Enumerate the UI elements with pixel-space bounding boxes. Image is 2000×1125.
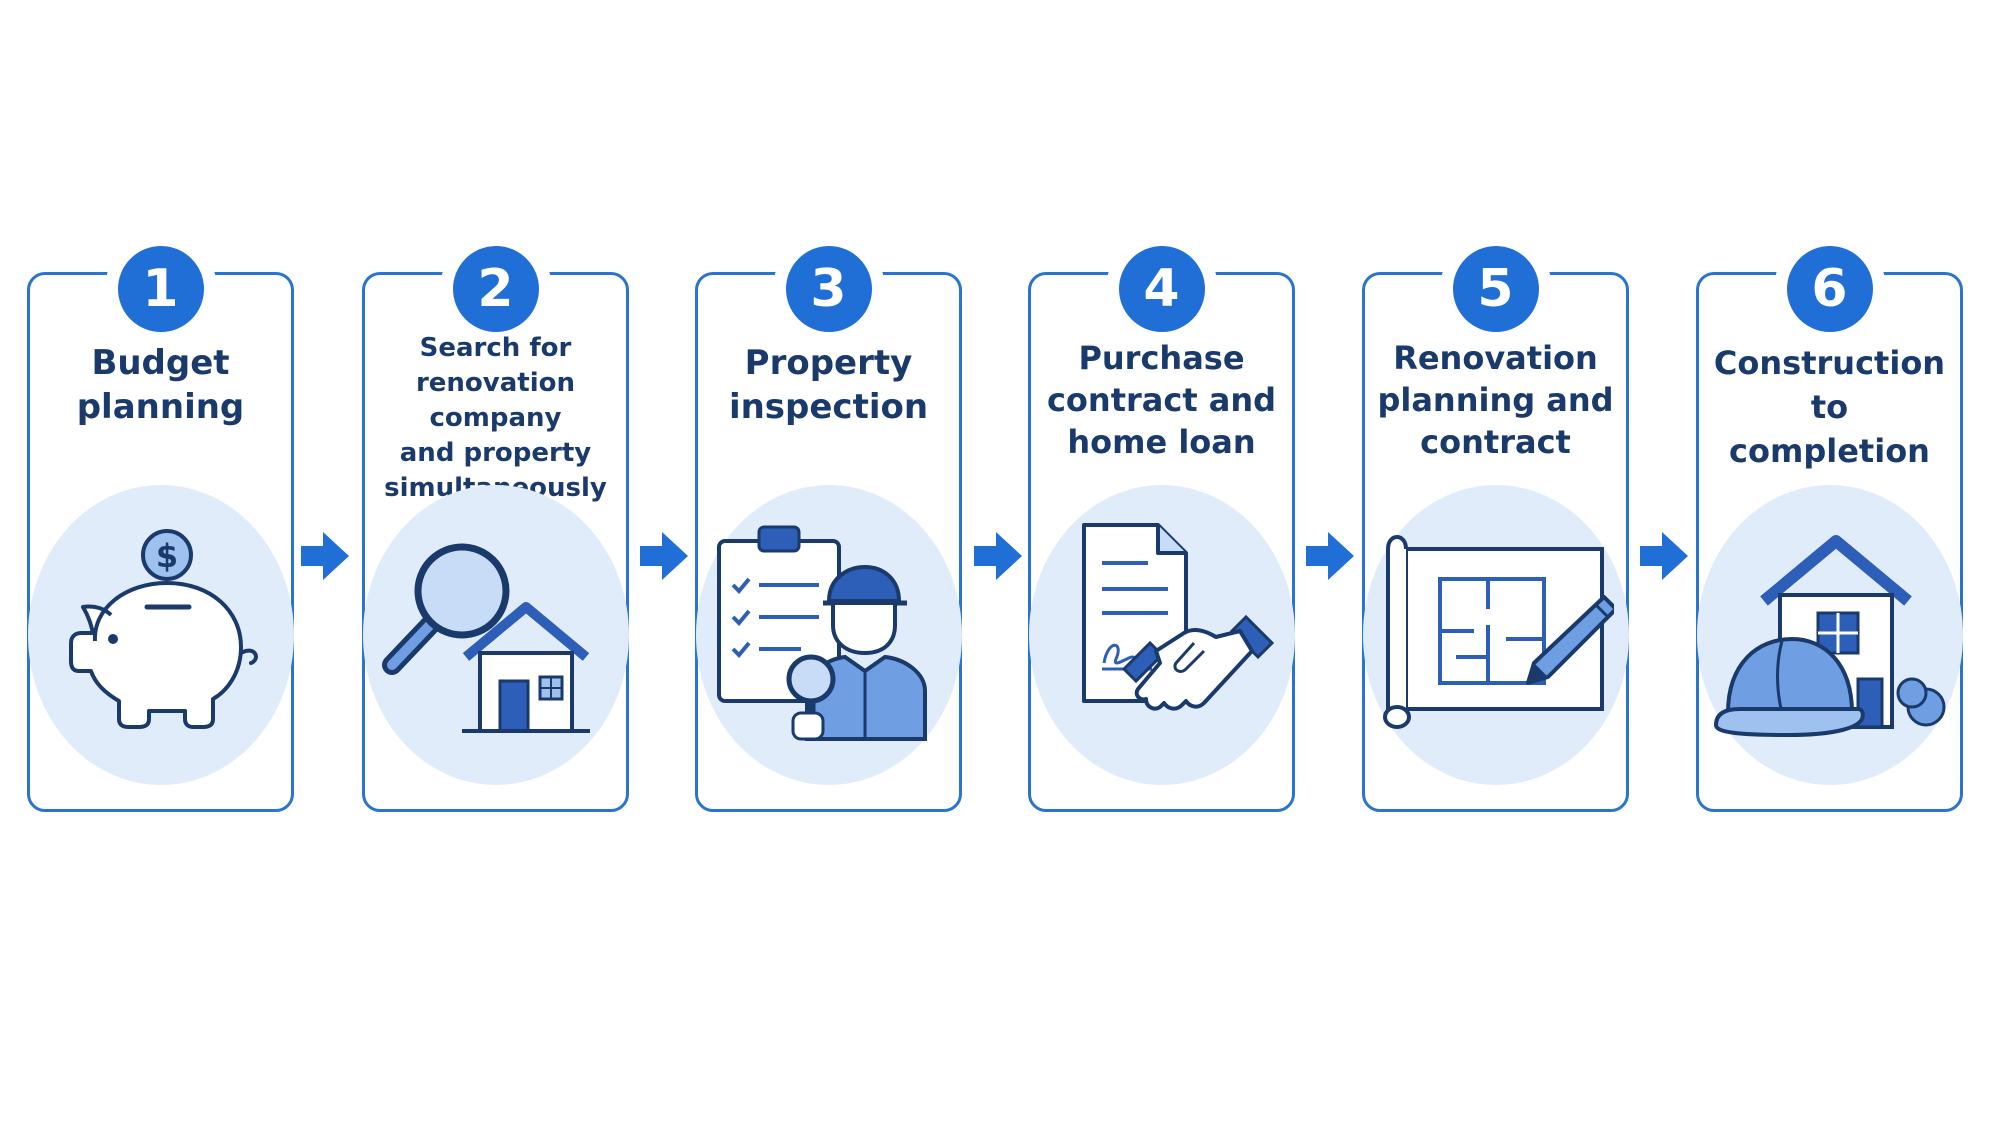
inspector-clipboard-icon [716, 525, 927, 741]
magnifier-house-icon [381, 543, 590, 733]
step-title: Search for renovation company and proper… [373, 331, 618, 506]
step-title: Renovation planning and contract [1373, 337, 1618, 463]
piggy-bank-icon: $ [68, 529, 258, 729]
arrow-right-icon [1640, 532, 1688, 580]
step-title-line: home loan [1067, 423, 1256, 461]
step-title-line: renovation company [415, 368, 576, 433]
step-title-line: inspection [728, 387, 929, 427]
step-number-badge: 6 [1773, 233, 1886, 345]
step-card-2: 2 Search for renovation company and prop… [362, 233, 629, 812]
svg-text:$: $ [155, 537, 177, 575]
step-title: Purchase contract and home loan [1039, 337, 1284, 463]
step-number-badge: 3 [772, 233, 885, 345]
arrow-right-icon [974, 532, 1022, 580]
step-title: Property inspection [706, 341, 951, 429]
step-number-badge: 1 [104, 233, 217, 345]
step-title-line: planning [76, 387, 245, 427]
step-number-badge: 5 [1439, 233, 1552, 345]
step-title-line: contract and [1046, 381, 1277, 419]
contract-handshake-icon [1081, 523, 1274, 711]
step-title: Budget planning [38, 341, 283, 429]
step-title-line: Construction [1713, 344, 1946, 382]
step-card-1: 1 Budget planning $ [27, 233, 294, 812]
step-title-line: contract [1420, 423, 1571, 461]
step-title-line: Search for [419, 333, 572, 363]
step-title-line: and property [399, 438, 592, 468]
blueprint-pencil-icon [1382, 535, 1614, 729]
step-card-4: 4 Purchase contract and home loan [1028, 233, 1295, 812]
arrow-right-icon [640, 532, 688, 580]
step-title-line: to completion [1729, 388, 1930, 470]
step-card-5: 5 Renovation planning and contract [1362, 233, 1629, 812]
step-number-badge: 4 [1105, 233, 1218, 345]
arrow-right-icon [301, 532, 349, 580]
house-hardhat-icon [1713, 535, 1945, 738]
step-title-line: Budget [91, 343, 230, 383]
step-title: Construction to completion [1707, 341, 1952, 473]
step-title-line: planning and [1377, 381, 1614, 419]
step-title-line: Property [744, 343, 913, 383]
step-title-line: Purchase [1078, 339, 1245, 377]
arrow-right-icon [1306, 532, 1354, 580]
step-card-6: 6 Construction to completion [1696, 233, 1963, 812]
step-title-line: Renovation [1393, 339, 1598, 377]
step-card-3: 3 Property inspection [695, 233, 962, 812]
step-number-badge: 2 [439, 233, 552, 345]
